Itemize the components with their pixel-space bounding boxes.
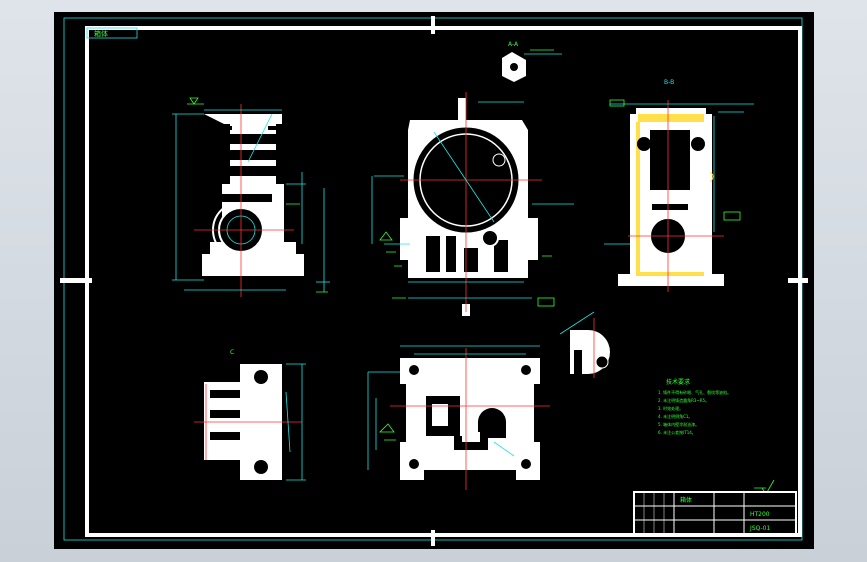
tech-line-3: 3. 时效处理。 — [658, 405, 683, 411]
tech-line-5: 5. 箱体内壁涂耐油漆。 — [658, 421, 699, 427]
title-block: 箱体 HT200 JSQ-01 — [633, 491, 797, 535]
section-a-detail: A-A — [502, 41, 562, 82]
tech-line-1: 1. 铸件不得有砂眼、气孔、裂纹等缺陷。 — [658, 389, 731, 395]
tech-line-4: 4. 未注明倒角C1。 — [658, 413, 692, 419]
detail-view — [559, 311, 610, 378]
view-c-label: C — [230, 349, 234, 356]
front-view — [172, 97, 330, 297]
side-section-view: B-B — [604, 79, 754, 292]
technical-notes: 技术要求 1. 铸件不得有砂眼、气孔、裂纹等缺陷。 2. 未注明铸造圆角R3~R… — [658, 378, 731, 435]
section-a-label: A-A — [508, 41, 519, 48]
plan-view — [367, 345, 550, 490]
title-tag: 箱体 — [86, 27, 138, 39]
centering-marks — [60, 16, 808, 546]
drawing-sheet[interactable]: 箱体 — [54, 12, 814, 549]
tech-line-6: 6. 未注公差按IT14。 — [658, 429, 696, 435]
drawing-canvas: 箱体 — [60, 16, 808, 546]
titleblock-code: JSQ-01 — [749, 525, 770, 532]
tech-line-2: 2. 未注明铸造圆角R3~R5。 — [658, 397, 709, 403]
bottom-left-view: C — [194, 349, 306, 481]
tech-title: 技术要求 — [666, 378, 690, 386]
titleblock-name: 箱体 — [680, 496, 692, 504]
titleblock-material: HT200 — [750, 511, 770, 518]
title-tag-text: 箱体 — [94, 29, 108, 38]
main-section-view — [371, 92, 574, 316]
section-b-label: B-B — [664, 79, 674, 86]
